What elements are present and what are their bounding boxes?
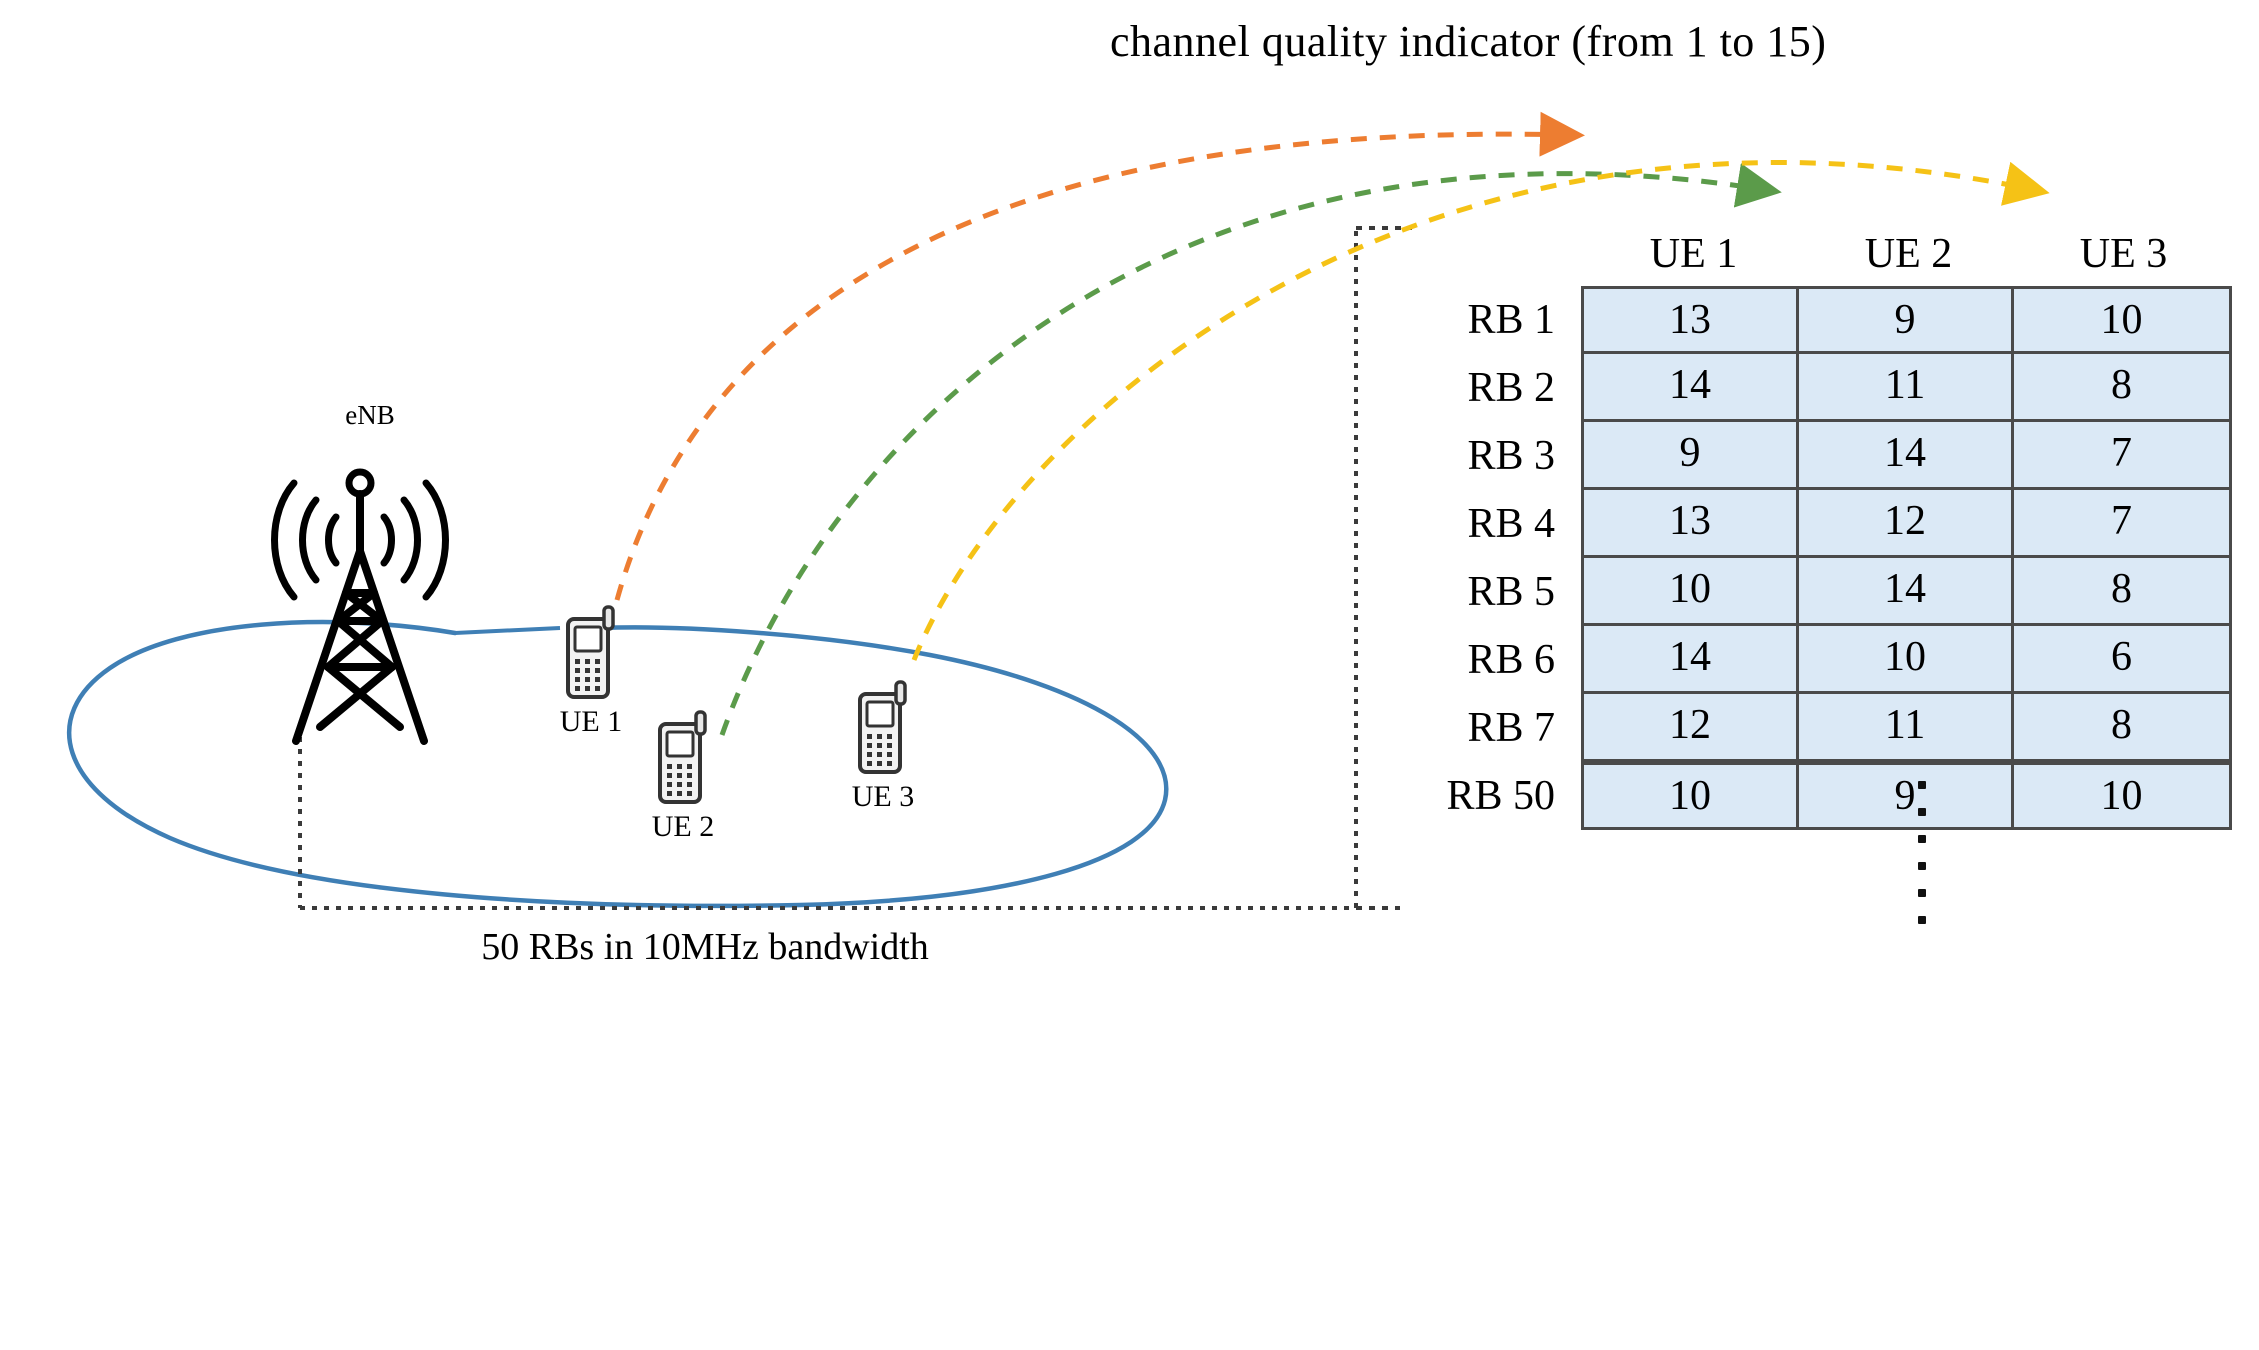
cqi-cell: 8 xyxy=(2014,558,2229,623)
enb-tower-icon xyxy=(271,468,449,745)
cqi-cell: 9 xyxy=(1799,765,2014,827)
cqi-cell: 12 xyxy=(1799,490,2014,555)
ellipsis-dot xyxy=(1918,780,1926,789)
row-label: RB 5 xyxy=(1467,569,1555,615)
ue-node-1[interactable]: UE 1 xyxy=(546,605,636,739)
row-label: RB 6 xyxy=(1467,637,1555,683)
cqi-cell: 8 xyxy=(2014,354,2229,419)
column-header-ue2: UE 2 xyxy=(1864,231,1953,277)
row-cells: 14 11 8 xyxy=(1581,354,2232,422)
mobile-phone-icon xyxy=(658,710,707,804)
bandwidth-caption: 50 RBs in 10MHz bandwidth xyxy=(481,926,929,968)
ue-label-3: UE 3 xyxy=(851,780,915,813)
table-row: RB 4 13 12 7 xyxy=(1396,490,2232,558)
row-cells: 13 12 7 xyxy=(1581,490,2232,558)
row-label: RB 7 xyxy=(1467,705,1555,751)
table-row: RB 2 14 11 8 xyxy=(1396,354,2232,422)
row-cells: 10 14 8 xyxy=(1581,558,2232,626)
ellipsis-dot xyxy=(1918,834,1926,843)
row-label: RB 4 xyxy=(1467,501,1555,547)
mobile-phone-icon xyxy=(858,680,907,774)
vertical-ellipsis xyxy=(1504,762,2259,942)
cqi-cell: 7 xyxy=(2014,490,2229,555)
ellipsis-dot xyxy=(1918,807,1926,816)
row-cells: 10 9 10 xyxy=(1581,762,2232,830)
cqi-cell: 10 xyxy=(1584,765,1799,827)
enb-label: eNB xyxy=(345,400,395,430)
row-cells: 13 9 10 xyxy=(1581,286,2232,354)
cqi-cell: 10 xyxy=(1584,558,1799,623)
ellipsis-dot xyxy=(1918,915,1926,924)
table-row: RB 7 12 11 8 xyxy=(1396,694,2232,762)
page-title: channel quality indicator (from 1 to 15) xyxy=(1110,17,1827,66)
cqi-cell: 7 xyxy=(2014,422,2229,487)
cqi-cell: 11 xyxy=(1799,354,2014,419)
row-label: RB 50 xyxy=(1446,773,1555,819)
row-cells: 12 11 8 xyxy=(1581,694,2232,762)
ue-node-3[interactable]: UE 3 xyxy=(838,680,928,814)
ue-label-1: UE 1 xyxy=(559,705,623,738)
cqi-cell: 12 xyxy=(1584,694,1799,759)
cqi-cell: 10 xyxy=(1799,626,2014,691)
row-label: RB 1 xyxy=(1467,297,1555,343)
row-label: RB 3 xyxy=(1467,433,1555,479)
row-cells: 14 10 6 xyxy=(1581,626,2232,694)
ellipsis-dot xyxy=(1918,861,1926,870)
table-row: RB 6 14 10 6 xyxy=(1396,626,2232,694)
cqi-cell: 6 xyxy=(2014,626,2229,691)
row-cells: 9 14 7 xyxy=(1581,422,2232,490)
cqi-cell: 14 xyxy=(1799,422,2014,487)
cqi-cell: 14 xyxy=(1799,558,2014,623)
ellipsis-dot xyxy=(1918,888,1926,897)
cqi-cell: 14 xyxy=(1584,354,1799,419)
table-row: RB 5 10 14 8 xyxy=(1396,558,2232,626)
cqi-cell: 9 xyxy=(1799,289,2014,351)
ue-label-2: UE 2 xyxy=(651,810,715,843)
cqi-cell: 10 xyxy=(2014,289,2229,351)
table-row: RB 3 9 14 7 xyxy=(1396,422,2232,490)
row-label: RB 2 xyxy=(1467,365,1555,411)
ue-node-2[interactable]: UE 2 xyxy=(638,710,728,844)
ue1-link-line xyxy=(454,626,561,635)
mobile-phone-icon xyxy=(566,605,615,699)
table-row: RB 50 10 9 10 xyxy=(1396,762,2232,830)
cqi-cell: 13 xyxy=(1584,289,1799,351)
cqi-cell: 13 xyxy=(1584,490,1799,555)
cqi-table: UE 1 UE 2 UE 3 RB 1 13 9 10 RB 2 14 11 8 xyxy=(1396,226,2232,924)
column-header-ue3: UE 3 xyxy=(2079,231,2168,277)
table-body: RB 1 13 9 10 RB 2 14 11 8 RB 3 9 xyxy=(1396,286,2232,924)
cqi-cell: 14 xyxy=(1584,626,1799,691)
table-row: RB 1 13 9 10 xyxy=(1396,286,2232,354)
cqi-cell: 9 xyxy=(1584,422,1799,487)
cqi-cell: 10 xyxy=(2014,765,2229,827)
cqi-cell: 8 xyxy=(2014,694,2229,759)
column-header-ue1: UE 1 xyxy=(1649,231,1738,277)
table-header-row: UE 1 UE 2 UE 3 xyxy=(1586,226,2232,286)
cqi-cell: 11 xyxy=(1799,694,2014,759)
